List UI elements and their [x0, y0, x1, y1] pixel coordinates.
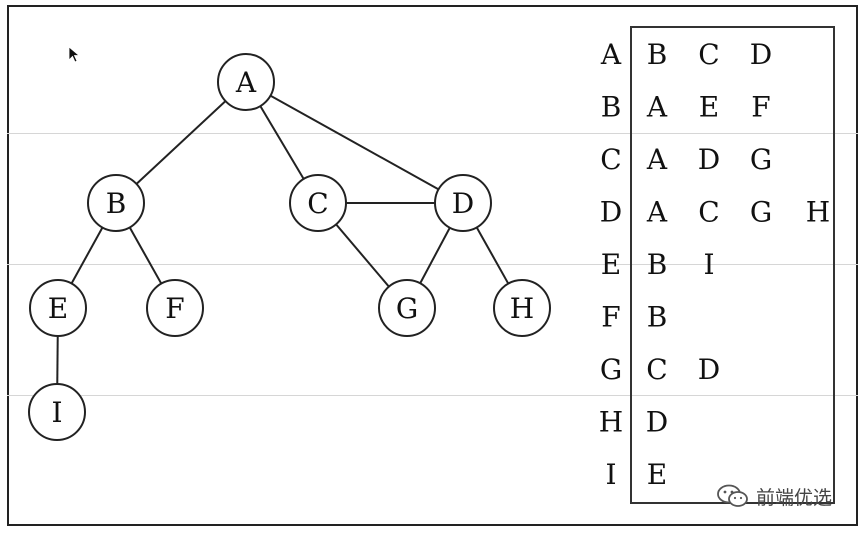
adjacency-vertex-g: G: [600, 353, 622, 386]
adjacency-neighbor: G: [750, 196, 772, 229]
edge-a-d: [245, 81, 464, 204]
adjacency-neighbor: A: [646, 196, 668, 229]
scan-line: [7, 395, 858, 396]
node-b: B: [87, 174, 145, 232]
adjacency-neighbor: I: [703, 248, 714, 281]
adjacency-neighbor: D: [646, 406, 668, 439]
diagram-frame: [7, 5, 858, 526]
edge-a-b: [115, 81, 247, 204]
node-label: H: [510, 292, 534, 325]
node-label: F: [165, 292, 184, 325]
adjacency-vertex-h: H: [599, 406, 623, 439]
adjacency-neighbor: C: [646, 353, 667, 386]
edges-layer: [56, 81, 523, 413]
node-circle: [217, 53, 275, 111]
node-label: D: [452, 187, 474, 220]
adjacency-vertex-i: I: [605, 458, 616, 491]
adjacency-neighbor: A: [646, 143, 668, 176]
node-a: A: [217, 53, 275, 111]
adjacency-vertex-c: C: [600, 143, 621, 176]
nodes-layer: A B C D E F G H I: [28, 53, 551, 441]
node-f: F: [146, 279, 204, 337]
node-circle: [146, 279, 204, 337]
adjacency-vertex-a: A: [600, 38, 622, 71]
wechat-icon: [717, 484, 748, 507]
node-label: C: [307, 187, 328, 220]
adjacency-neighbor: E: [699, 91, 719, 124]
node-label: G: [396, 292, 418, 325]
adjacency-neighbor: F: [751, 91, 770, 124]
node-circle: [493, 279, 551, 337]
adjacency-neighbor: C: [698, 196, 719, 229]
adjacency-neighbor: A: [646, 91, 668, 124]
node-circle: [28, 383, 86, 441]
node-circle: [29, 279, 87, 337]
node-label: I: [51, 396, 62, 429]
adjacency-neighbor: D: [698, 353, 720, 386]
adjacency-neighbor: E: [647, 458, 667, 491]
node-label: A: [235, 66, 257, 99]
node-circle: [87, 174, 145, 232]
node-label: B: [106, 187, 127, 220]
node-circle: [289, 174, 347, 232]
adjacency-vertex-f: F: [601, 301, 620, 334]
adjacency-neighbor: G: [750, 143, 772, 176]
adjacency-neighbor: D: [698, 143, 720, 176]
mouse-cursor-icon: [68, 46, 80, 63]
node-circle: [434, 174, 492, 232]
adjacency-neighbor: H: [806, 196, 830, 229]
scan-line: [7, 264, 858, 265]
node-g: G: [378, 279, 436, 337]
node-i: I: [28, 383, 86, 441]
node-d: D: [434, 174, 492, 232]
adjacency-neighbor: D: [750, 38, 772, 71]
node-h: H: [493, 279, 551, 337]
adjacency-vertex-e: E: [601, 248, 621, 281]
scan-line: [7, 133, 858, 134]
node-c: C: [289, 174, 347, 232]
node-label: E: [48, 292, 68, 325]
adjacency-vertex-b: B: [601, 91, 622, 124]
adjacency-vertex-d: D: [600, 196, 622, 229]
watermark: 前端优选: [716, 482, 832, 510]
watermark-text: 前端优选: [756, 486, 833, 509]
adjacency-neighbor: B: [647, 301, 668, 334]
node-circle: [378, 279, 436, 337]
adjacency-list-box: [630, 26, 835, 504]
adjacency-neighbor: C: [698, 38, 719, 71]
adjacency-neighbor: B: [647, 248, 668, 281]
node-e: E: [29, 279, 87, 337]
adjacency-neighbor: B: [647, 38, 668, 71]
